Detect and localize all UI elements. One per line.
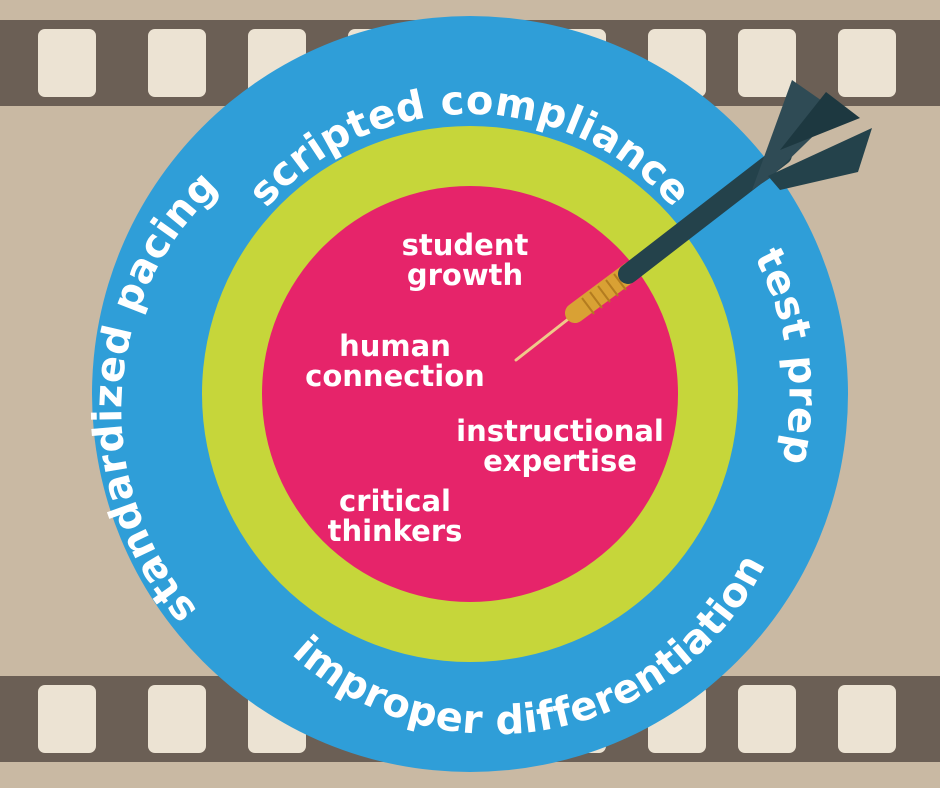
label-instructional-expertise: instructional expertise xyxy=(456,414,664,478)
sprocket-hole xyxy=(38,685,96,753)
sprocket-hole xyxy=(148,29,206,97)
sprocket-hole xyxy=(148,685,206,753)
sprocket-hole xyxy=(738,29,796,97)
label-critical-thinkers: critical thinkers xyxy=(327,484,463,548)
dart-icon xyxy=(514,80,872,362)
label-human-connection: human connection xyxy=(305,329,485,393)
sprocket-hole xyxy=(838,685,896,753)
label-student-growth: student growth xyxy=(401,228,529,292)
sprocket-hole xyxy=(838,29,896,97)
sprocket-hole xyxy=(738,685,796,753)
bullseye-center xyxy=(262,186,678,602)
sprocket-hole xyxy=(38,29,96,97)
